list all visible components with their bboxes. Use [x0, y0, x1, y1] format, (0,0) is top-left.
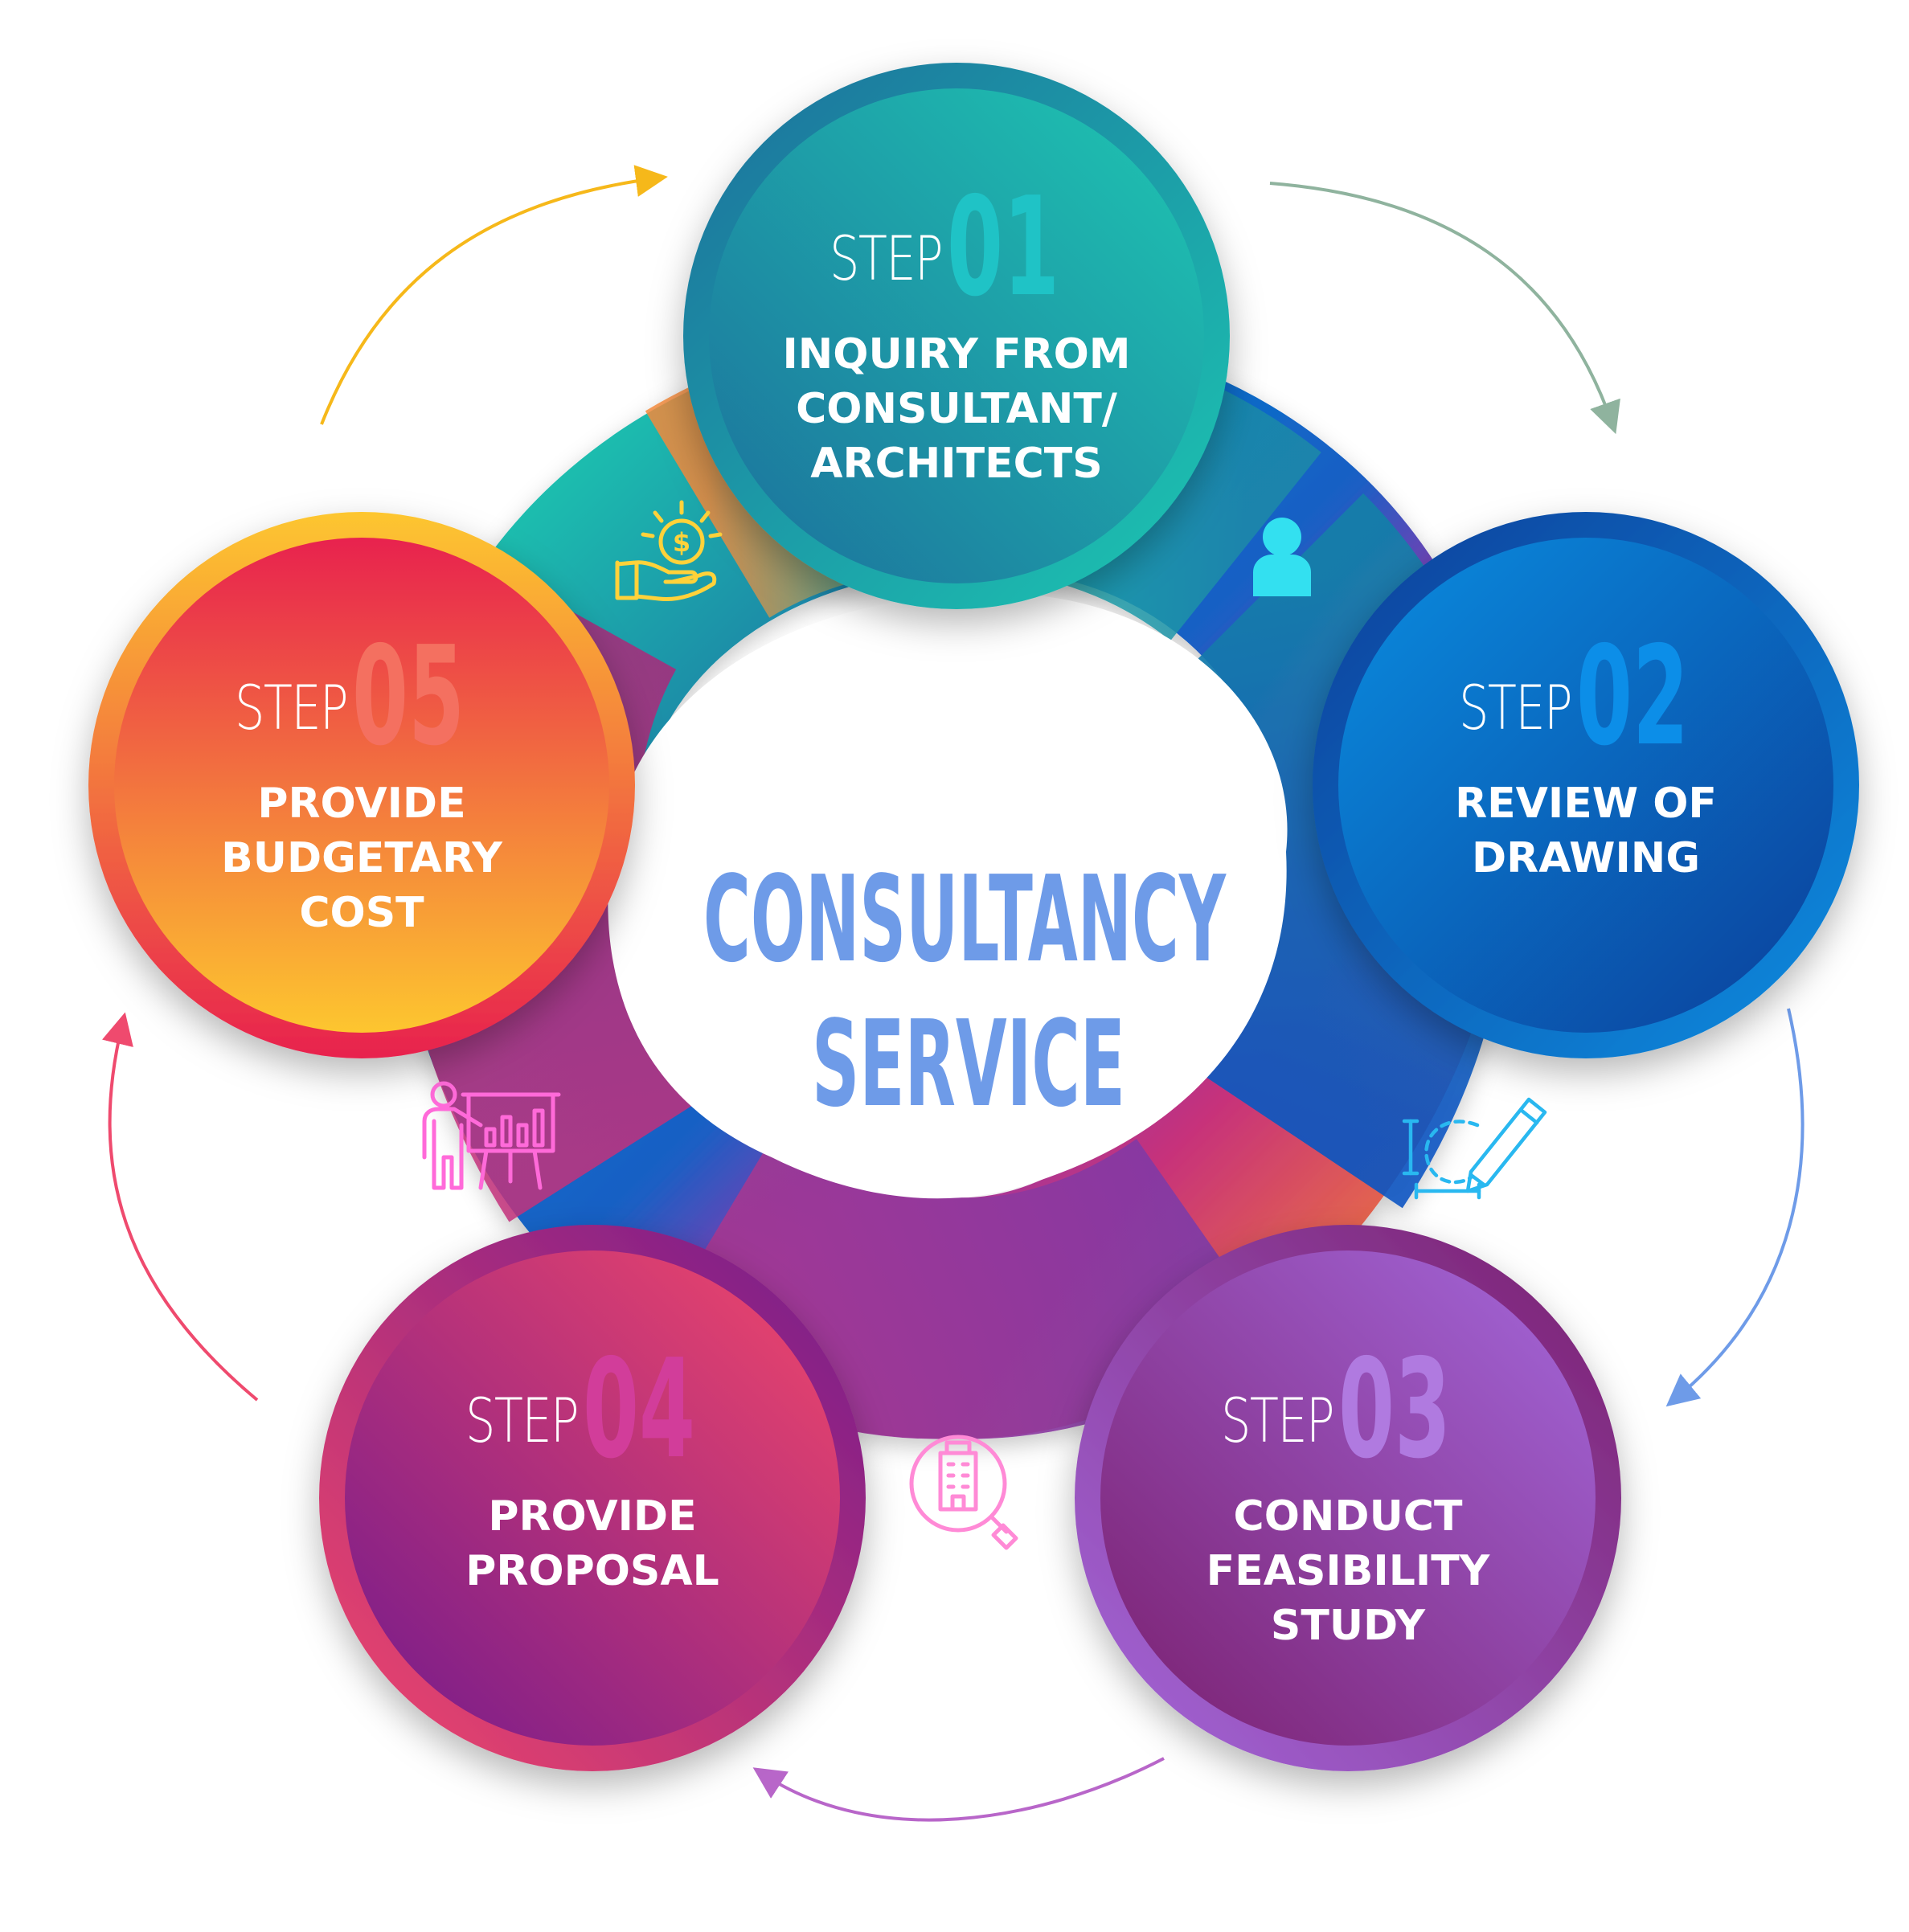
- step-5-title-line-1: PROVIDE: [257, 780, 465, 828]
- building-search-icon: [909, 1435, 1018, 1550]
- step-5-label: STEP: [235, 672, 347, 743]
- step-1-number: 01: [947, 168, 1059, 327]
- step-2-label: STEP: [1459, 672, 1571, 743]
- arrow-1-to-2: [1269, 182, 1620, 435]
- center-area: [608, 593, 1288, 1199]
- step-5-title-line-2: BUDGETARY: [221, 834, 503, 882]
- step-1-label: STEP: [830, 223, 942, 294]
- presentation-icon: [422, 1081, 561, 1190]
- center-title-line2: SERVICE: [812, 995, 1125, 1133]
- arrow-4-to-5: [101, 1012, 259, 1402]
- step-4-disc: [345, 1250, 840, 1746]
- step-5-number: 05: [352, 617, 465, 776]
- step-2-number: 02: [1576, 617, 1689, 776]
- step-4-label: STEP: [465, 1385, 578, 1456]
- step-5-disc: [114, 538, 609, 1033]
- step-3-title-line-2: FEASIBILITY: [1206, 1547, 1491, 1595]
- step-2-disc: [1338, 538, 1833, 1033]
- step-1-disc: [709, 88, 1204, 583]
- step-5-title-line-3: COST: [299, 889, 424, 937]
- drawing-pencil-icon: [1402, 1097, 1547, 1200]
- step-4-title-line-2: PROPOSAL: [465, 1547, 719, 1595]
- step-3-title-line-3: STUDY: [1271, 1602, 1427, 1650]
- step-3-title-line-1: CONDUCT: [1234, 1492, 1463, 1541]
- step-3-label: STEP: [1221, 1385, 1333, 1456]
- step-1-title-line-3: ARCHITECTS: [810, 440, 1102, 488]
- step-4-title-line-1: PROVIDE: [488, 1492, 696, 1541]
- step-2-title-line-2: DRAWING: [1472, 834, 1700, 882]
- step-2-title-line-1: REVIEW OF: [1455, 780, 1717, 828]
- step-1-title-line-1: INQUIRY FROM: [782, 330, 1130, 379]
- svg-text:$: $: [673, 527, 690, 558]
- step-1-title-line-2: CONSULTANT/: [796, 385, 1117, 433]
- step-4-number: 04: [583, 1330, 695, 1489]
- arrow-3-to-4: [752, 1757, 1165, 1822]
- arrow-2-to-3: [1665, 1008, 1805, 1407]
- center-title-line1: CONSULTANCY: [703, 850, 1227, 989]
- step-3-disc: [1100, 1250, 1596, 1746]
- cycle-arrows: [101, 165, 1805, 1822]
- person-icon: [1253, 518, 1311, 596]
- step-3-number: 03: [1338, 1330, 1451, 1489]
- arrow-5-to-1: [320, 165, 668, 425]
- money-hand-icon: $: [615, 500, 723, 602]
